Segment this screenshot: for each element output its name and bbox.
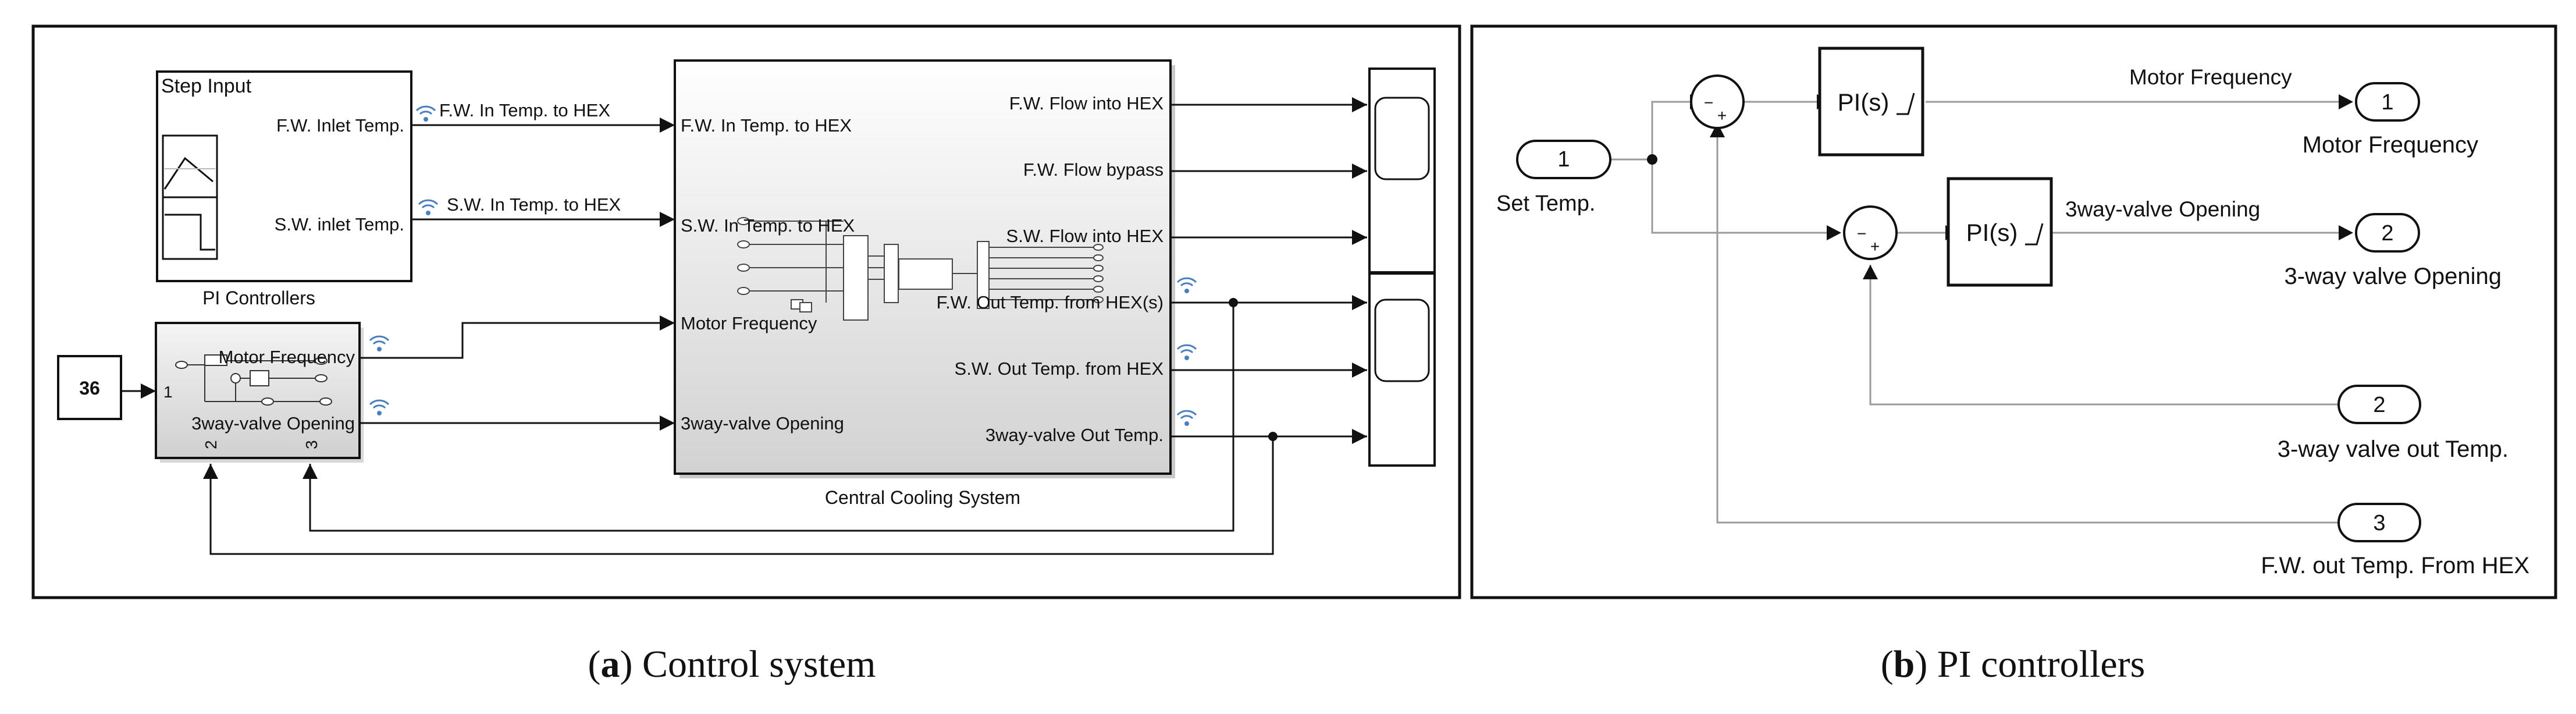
pi-block-2-label: PI(s) (1966, 219, 2018, 246)
pi-in1-label: 1 (163, 383, 173, 401)
pi-mini-diagram (175, 354, 332, 406)
outport-1-num: 1 (2381, 90, 2393, 115)
pi-controllers-subsystem[interactable]: Motor Frequency 3way-valve Opening 1 2 3 (155, 322, 364, 463)
ccs-output-6: 3way-valve Out Temp. (985, 425, 1164, 445)
ccs-output-5: S.W. Out Temp. from HEX (955, 358, 1164, 379)
inport-2-label: 3-way valve out Temp. (2278, 436, 2509, 462)
wireless-icon-fw-out (1176, 277, 1197, 293)
scope-bottom-screen (1374, 299, 1430, 382)
constant-value: 36 (79, 378, 100, 399)
pi-in2-label: 2 (202, 440, 220, 449)
sum-block-1[interactable]: − + (1690, 74, 1745, 129)
pi-block-2[interactable]: PI(s) (1947, 177, 2053, 287)
inport-fw-out-temp[interactable]: 3 (2337, 503, 2421, 542)
scope-top[interactable] (1368, 68, 1436, 273)
inport-3-label: F.W. out Temp. From HEX (2261, 553, 2529, 578)
ccs-input-2: S.W. In Temp. to HEX (681, 215, 855, 236)
sum2-minus: − (1857, 225, 1866, 243)
signal-label-sw-in: S.W. In Temp. to HEX (447, 194, 621, 215)
ccs-title: Central Cooling System (825, 487, 1020, 508)
wireless-icon-valve-out (1176, 410, 1197, 426)
pi-block-title: PI Controllers (202, 287, 315, 308)
step-input-port1-label: F.W. Inlet Temp. (276, 115, 404, 136)
inport-3-num: 3 (2373, 511, 2385, 535)
inport-valve-out-temp[interactable]: 2 (2337, 385, 2421, 424)
step-input-title: Step Input (161, 75, 252, 97)
scope-bottom[interactable] (1368, 272, 1436, 467)
outport-motor-frequency[interactable]: 1 (2355, 82, 2420, 122)
wireless-icon-fw-in (415, 105, 436, 122)
caption-b: (b) PI controllers (1881, 643, 2146, 685)
ccs-output-3: S.W. Flow into HEX (1006, 226, 1164, 246)
pi-block-1-saturation-icon (1897, 93, 1915, 115)
wire-b-in3-sum1 (1716, 133, 2339, 524)
wireless-icon-sw-out (1176, 344, 1197, 360)
inport-2-num: 2 (2373, 393, 2385, 417)
ccs-mini-diagram (737, 217, 1104, 321)
sum1-minus: − (1704, 94, 1713, 112)
signal-label-motor-frequency: Motor Frequency (2129, 65, 2292, 89)
pi-in3-label: 3 (303, 440, 321, 449)
inport-set-temp-num: 1 (1557, 147, 1570, 172)
pi-block-1[interactable]: PI(s) (1818, 47, 1924, 157)
outport-2-num: 2 (2381, 221, 2393, 246)
scope-top-screen (1374, 97, 1430, 180)
inport-set-temp-label: Set Temp. (1496, 191, 1595, 216)
outport-valve-opening[interactable]: 2 (2355, 213, 2420, 253)
step-input-icon-top (162, 134, 218, 198)
pi-block-1-label: PI(s) (1838, 88, 1890, 116)
ccs-output-1: F.W. Flow into HEX (1009, 93, 1164, 113)
sum2-plus: + (1870, 237, 1880, 255)
ccs-output-2: F.W. Flow bypass (1023, 159, 1164, 180)
step-input-port2-label: S.W. inlet Temp. (275, 214, 404, 235)
pi-block-2-saturation-icon (2025, 223, 2044, 246)
wire-b-in2-sum2 (1869, 265, 2339, 406)
wire-b-set-sum1 (1651, 101, 1690, 159)
caption-a: (a) Control system (588, 643, 876, 685)
pi-out2-label: 3way-valve Opening (191, 413, 355, 434)
wireless-icon-sw-in (418, 199, 439, 215)
ccs-input-1: F.W. In Temp. to HEX (681, 115, 852, 136)
wireless-icon-motor (369, 335, 390, 351)
outport-1-label: Motor Frequency (2303, 132, 2478, 158)
signal-label-valve-opening: 3way-valve Opening (2065, 197, 2260, 221)
sum1-plus: + (1717, 106, 1727, 125)
central-cooling-system-block[interactable]: F.W. In Temp. to HEX S.W. In Temp. to HE… (674, 59, 1175, 478)
wire-feedback-fw (303, 303, 1234, 532)
wire-b-set-sum2 (1651, 159, 1827, 234)
panel-b: 1 Set Temp. − + − + PI(s) PI(s) Motor Fr… (1470, 24, 2557, 599)
ccs-output-4: F.W. Out Temp. from HEX(s) (937, 292, 1164, 312)
wire-motor-frequency (360, 315, 675, 359)
signal-label-fw-in: F.W. In Temp. to HEX (439, 100, 610, 120)
panel-a: Step Input F.W. Inlet Temp. S.W. inlet T… (31, 24, 1461, 599)
sum-block-2[interactable]: − + (1843, 205, 1898, 260)
constant-block[interactable]: 36 (57, 355, 122, 420)
pi-out1-label: Motor Frequency (219, 347, 355, 367)
junction-set-temp (1647, 154, 1657, 165)
step-input-icon-bottom (162, 196, 218, 260)
step-input-block[interactable]: Step Input F.W. Inlet Temp. S.W. inlet T… (156, 70, 412, 282)
wireless-icon-valve (369, 399, 390, 415)
ccs-input-4: 3way-valve Opening (681, 413, 844, 434)
inport-set-temp[interactable]: 1 (1516, 140, 1611, 179)
ccs-input-3: Motor Frequency (681, 313, 817, 333)
wire-feedback-valve (203, 436, 1274, 555)
outport-2-label: 3-way valve Opening (2284, 264, 2502, 289)
